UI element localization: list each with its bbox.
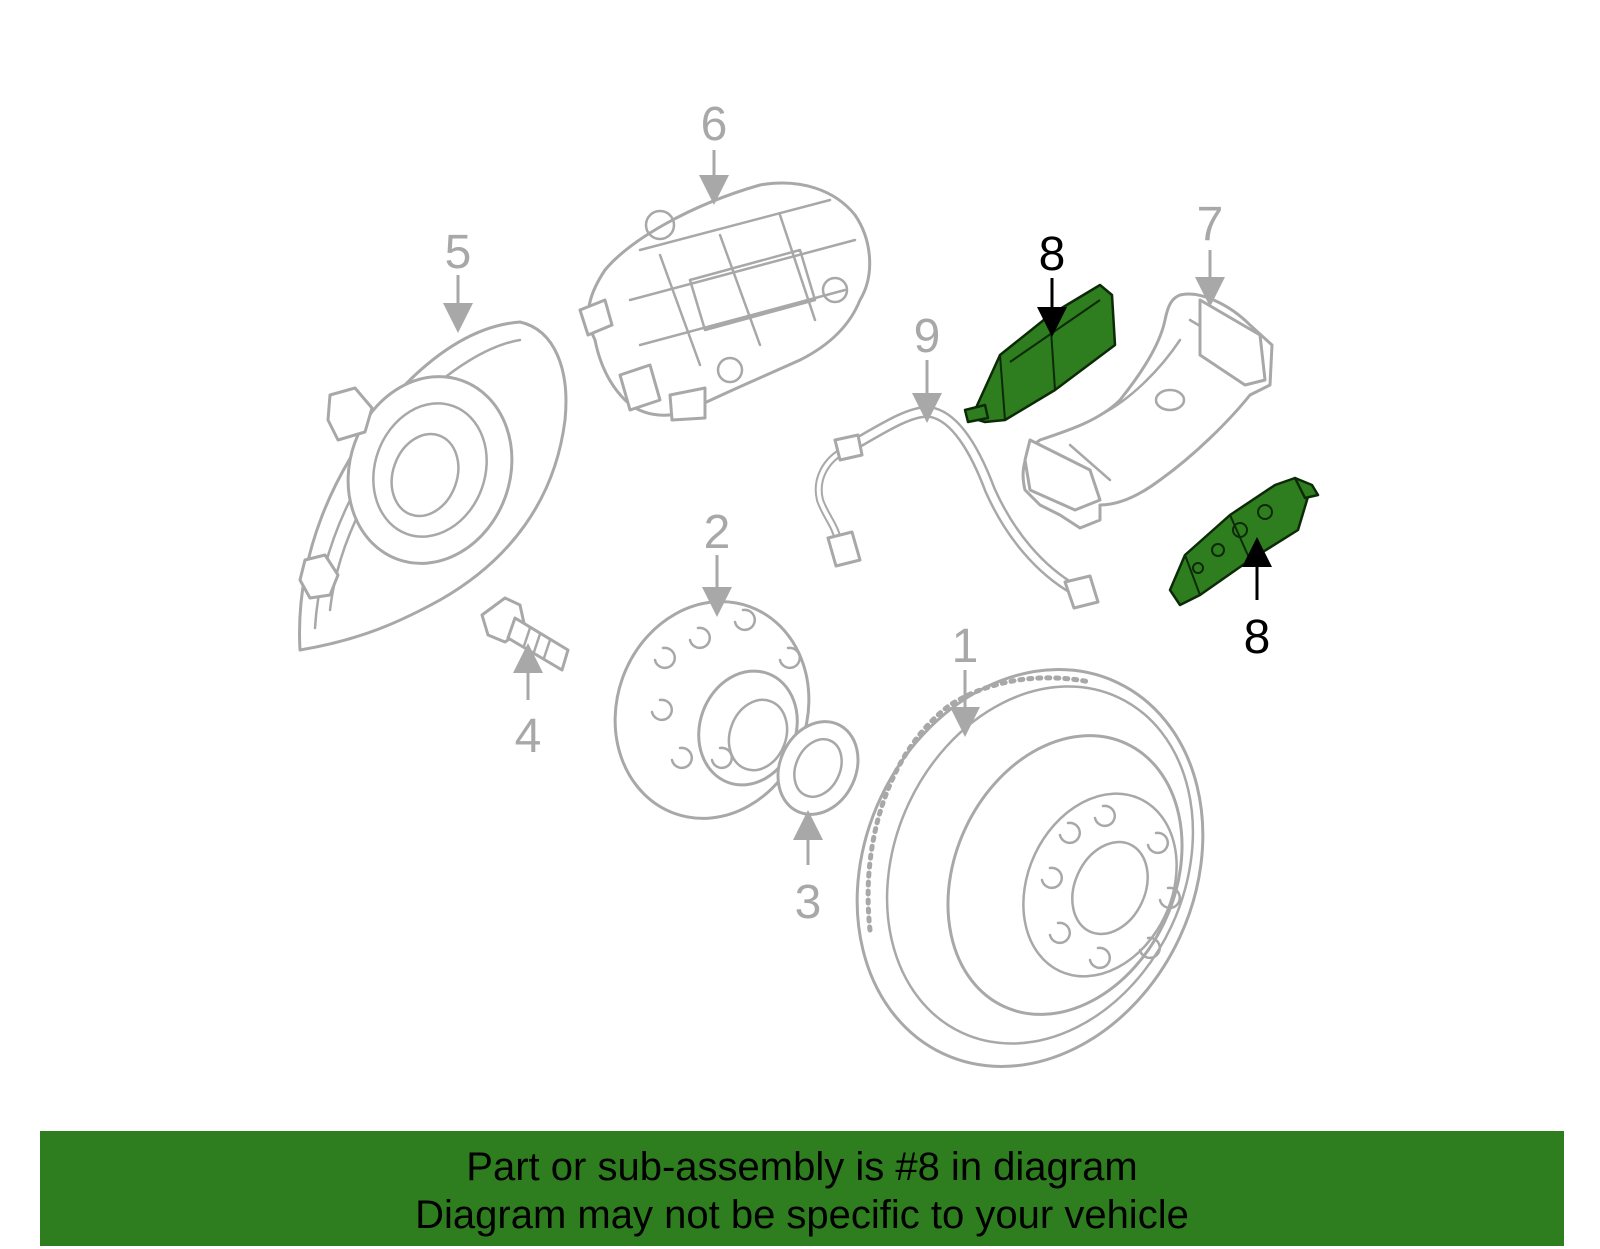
dust-shield-part — [298, 320, 568, 652]
caliper-bracket-part — [1021, 292, 1274, 530]
rotor-part — [855, 668, 1205, 1068]
callout-7: 7 — [1197, 198, 1224, 251]
callout-4: 4 — [515, 710, 542, 763]
wear-sensor-part — [814, 405, 1100, 610]
callout-3: 3 — [795, 876, 822, 929]
callout-2: 2 — [704, 506, 731, 559]
callout-1: 1 — [952, 620, 979, 673]
brake-pad-top-part — [963, 283, 1117, 424]
bolt-part — [480, 596, 570, 672]
callout-6: 6 — [701, 98, 728, 151]
callout-5: 5 — [445, 226, 472, 279]
hub-part — [613, 600, 811, 820]
brake-pad-bottom-part — [1168, 476, 1320, 607]
caliper-part — [578, 181, 872, 422]
callout-9: 9 — [914, 310, 941, 363]
callout-8-bottom: 8 — [1244, 611, 1271, 664]
info-banner: Part or sub-assembly is #8 in diagram Di… — [40, 1131, 1564, 1246]
callout-8-top: 8 — [1039, 228, 1066, 281]
seal-part — [776, 720, 860, 816]
banner-line-2: Diagram may not be specific to your vehi… — [415, 1193, 1189, 1237]
banner-line-1: Part or sub-assembly is #8 in diagram — [466, 1145, 1138, 1189]
